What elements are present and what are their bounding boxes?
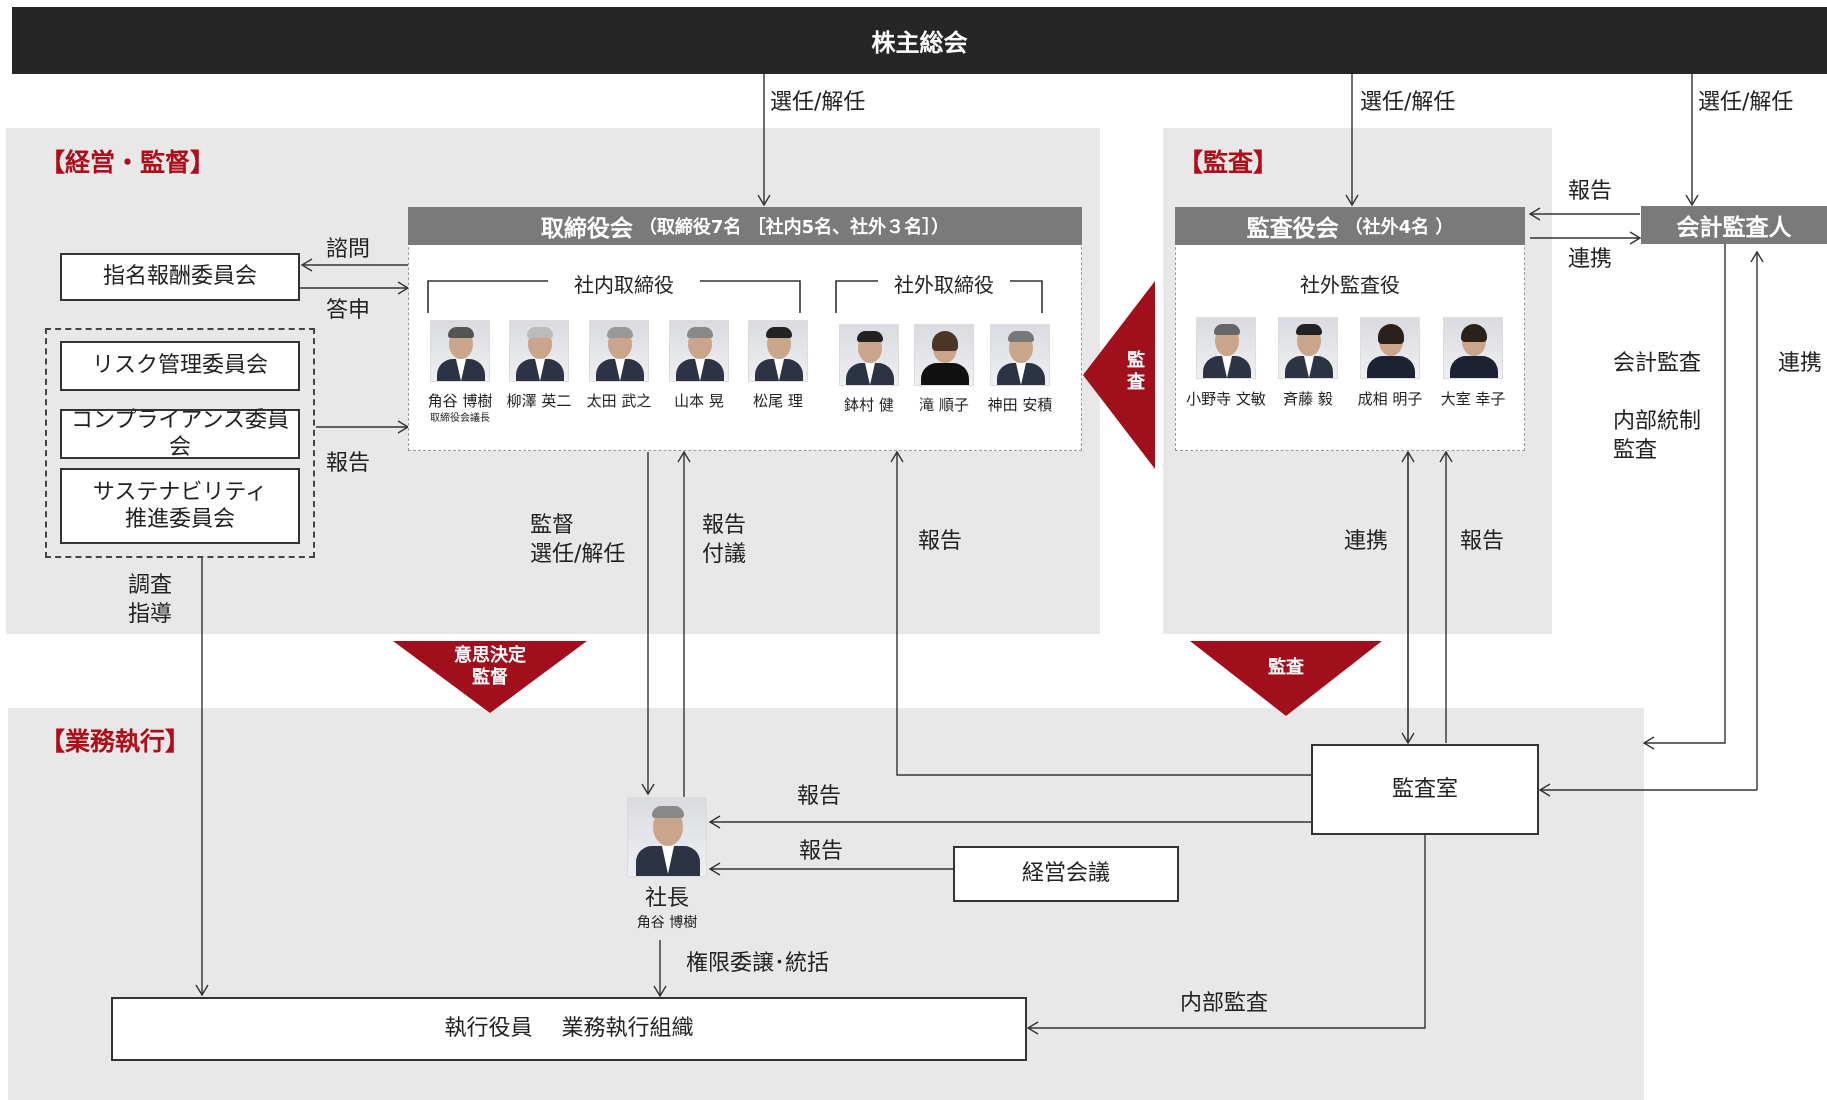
committee-report-label: 報告	[326, 451, 371, 476]
board-header: 取締役会 （取締役7名 ［社内5名、社外３名］）	[408, 207, 1082, 245]
accounting-auditor-box: 会計監査人	[1641, 206, 1827, 244]
director-photo	[669, 320, 729, 382]
section-audit: 【監査】	[1178, 148, 1279, 177]
director-name: 松尾 理	[753, 392, 803, 410]
auditor-name: 成相 明子	[1357, 390, 1423, 408]
sustainability-committee-label: サステナビリティ推進委員会	[92, 479, 268, 533]
meeting-report-label: 報告	[799, 839, 844, 864]
right-coop-label: 連携	[1778, 351, 1823, 376]
external-auditors-label: 社外監査役	[1300, 273, 1400, 297]
director-photo	[509, 320, 569, 382]
audit-side-label: 監 査	[1127, 350, 1145, 393]
board-subtitle: （取締役7名 ［社内5名、社外３名］）	[638, 217, 950, 238]
section-management: 【経営・監督】	[40, 148, 216, 177]
audit-board-header: 監査役会 （社外4名 ）	[1175, 207, 1525, 245]
management-meeting-box: 経営会議	[953, 846, 1179, 902]
director-photo	[914, 324, 974, 386]
audit-down-label: 監査	[1268, 657, 1304, 678]
nomination-committee-box: 指名報酬委員会	[60, 253, 300, 301]
shareholders-meeting-bar: 株主総会	[12, 7, 1827, 74]
auditor-photo	[1278, 317, 1338, 379]
shareholders-meeting-title: 株主総会	[871, 29, 968, 57]
auditor-photo	[1443, 317, 1503, 379]
director-photo	[748, 320, 808, 382]
audit-office-box: 監査室	[1311, 744, 1539, 835]
director-name: 山本 晃	[674, 392, 724, 410]
delegation-label: 権限委譲･統括	[686, 951, 830, 976]
director-name: 滝 順子	[919, 396, 969, 414]
director-role: 取締役会議長	[430, 413, 490, 424]
president-name: 角谷 博樹	[636, 915, 698, 931]
risk-committee-box: リスク管理委員会	[60, 341, 300, 391]
office-board-report-label: 報告	[918, 529, 963, 554]
auditor-report-label: 報告	[1568, 179, 1613, 204]
execution-organization-box: 執行役員 業務執行組織	[111, 997, 1027, 1061]
accounting-audit-label: 会計監査	[1613, 351, 1702, 376]
president-photo	[627, 797, 707, 877]
audit-down-triangle: 監査	[1190, 641, 1382, 716]
elect-label: 選任/解任	[1360, 90, 1456, 115]
director-name: 神田 安積	[987, 396, 1053, 414]
internal-directors-label: 社内取締役	[574, 273, 674, 297]
consult-label: 諮問	[326, 237, 371, 262]
section-execution: 【業務執行】	[40, 727, 191, 756]
director-name: 鉢村 健	[844, 396, 894, 414]
internal-audit-label: 内部監査	[1180, 991, 1269, 1016]
director-name: 太田 武之	[586, 392, 652, 410]
auditor-name: 斉藤 毅	[1283, 390, 1333, 408]
elect-label: 選任/解任	[1698, 90, 1794, 115]
director-name: 角谷 博樹	[427, 392, 493, 410]
audit-side-triangle: 監 査	[1083, 281, 1155, 469]
audit-board-title: 監査役会	[1246, 216, 1339, 242]
external-directors-label: 社外取締役	[894, 273, 994, 297]
president-title: 社長	[644, 886, 689, 911]
investigate-label: 調査 指導	[128, 573, 173, 627]
director-photo	[990, 324, 1050, 386]
decision-supervision-triangle: 意思決定 監督	[393, 641, 587, 713]
director-photo	[589, 320, 649, 382]
director-photo	[839, 324, 899, 386]
supervise-label: 監督 選任/解任	[530, 513, 626, 567]
auditor-coop-label: 連携	[1568, 247, 1613, 272]
auditor-name: 小野寺 文敏	[1186, 390, 1266, 408]
sustainability-committee-box: サステナビリティ推進委員会	[60, 468, 300, 544]
answer-label: 答申	[326, 298, 371, 323]
board-title: 取締役会	[540, 216, 633, 242]
audit-board-subtitle: （社外4名 ）	[1344, 217, 1454, 238]
internal-control-label: 内部統制 監査	[1613, 409, 1702, 463]
director-photo	[430, 320, 490, 382]
office-audit-report-label: 報告	[1460, 529, 1505, 554]
auditor-name: 大室 幸子	[1440, 390, 1506, 408]
compliance-committee-box: コンプライアンス委員会	[60, 408, 300, 460]
director-name: 柳澤 英二	[506, 392, 572, 410]
president-report-label: 報告	[797, 784, 842, 809]
report-submit-label: 報告 付議	[702, 513, 747, 567]
elect-label: 選任/解任	[770, 90, 866, 115]
auditor-photo	[1360, 317, 1420, 379]
decision-supervision-label: 意思決定 監督	[454, 645, 526, 688]
accounting-auditor-label: 会計監査人	[1676, 215, 1792, 241]
committees-group	[45, 328, 315, 558]
office-coop-label: 連携	[1344, 529, 1389, 554]
auditor-photo	[1196, 317, 1256, 379]
